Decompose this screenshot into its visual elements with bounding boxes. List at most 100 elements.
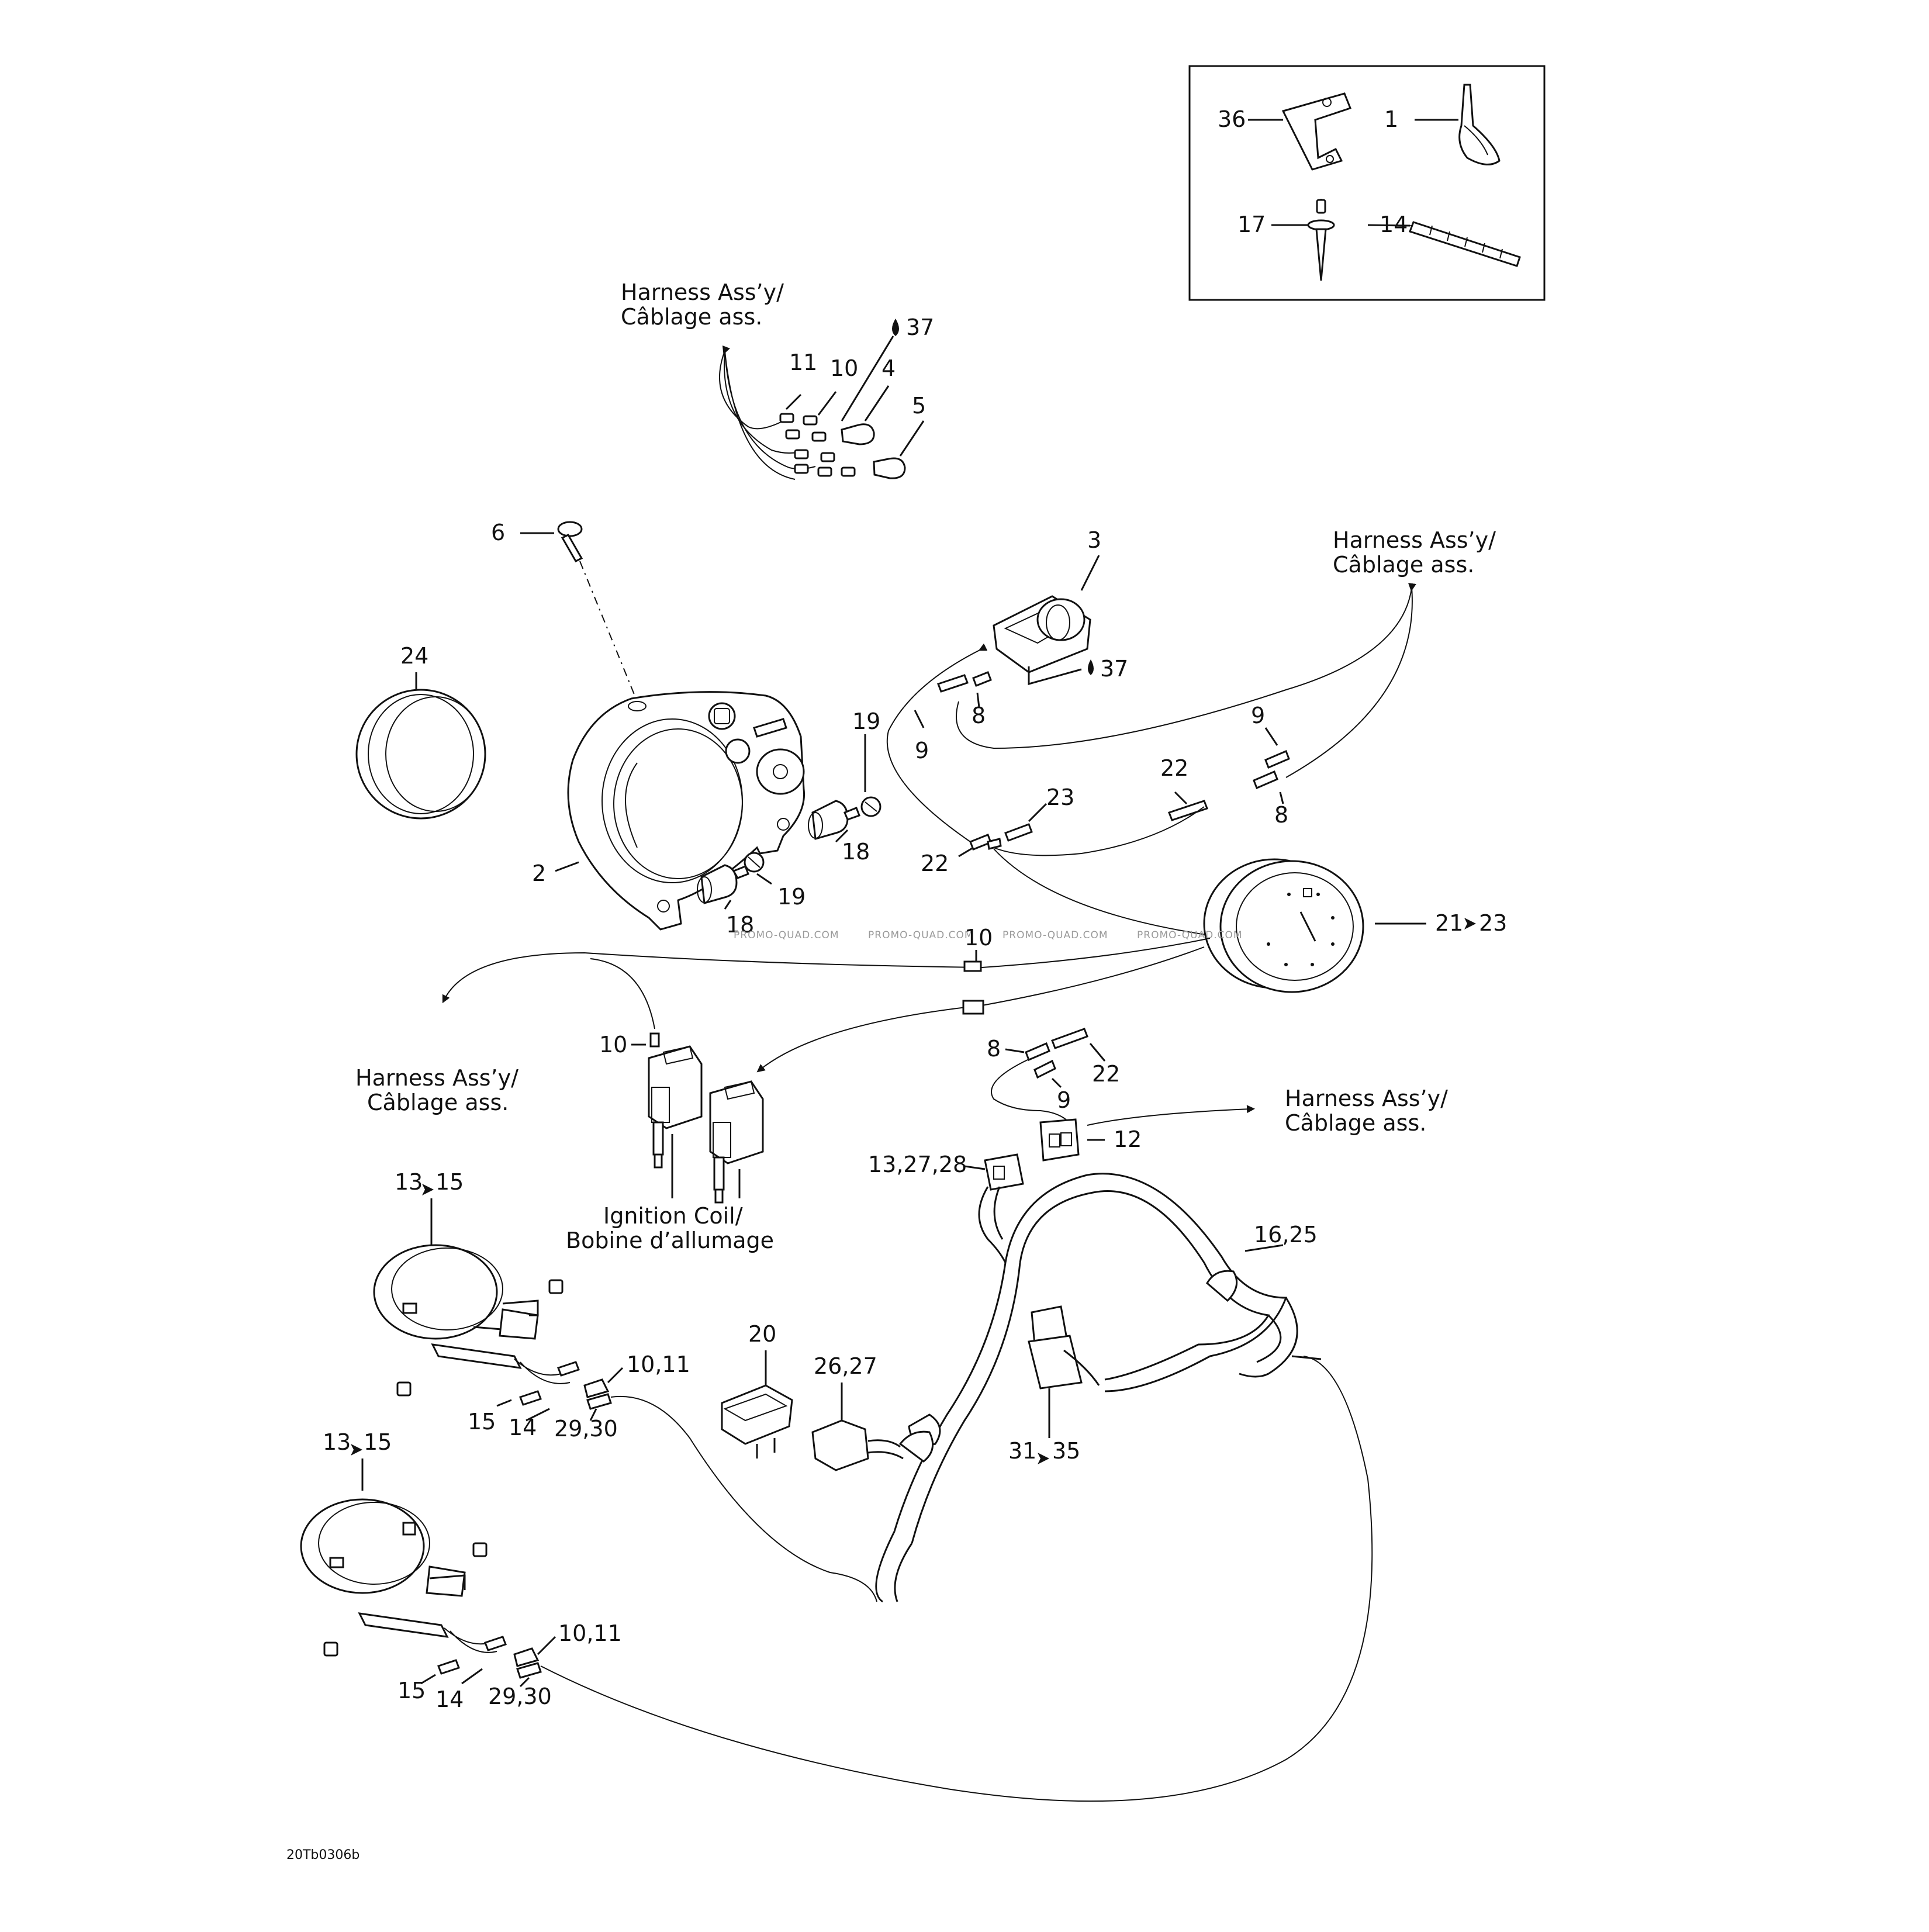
switch-connectors: 8 9 9 8 xyxy=(914,671,1290,828)
harness-callout-2: Harness Ass’y/ Câblage ass. xyxy=(886,527,1496,842)
harness-label-1b: Câblage ass. xyxy=(621,304,762,330)
drawing-code: 20Tb0306b xyxy=(286,1848,359,1862)
label-2: 2 xyxy=(532,860,546,886)
label-23: 23 xyxy=(1046,784,1074,810)
sealant-icon xyxy=(892,319,899,336)
harness-callout-4: Harness Ass’y/ Câblage ass. xyxy=(1285,1086,1448,1136)
sleeve-14 xyxy=(1409,221,1521,267)
label-24: 24 xyxy=(400,643,428,669)
range-arrow-icon-d xyxy=(351,1444,362,1456)
label-3: 3 xyxy=(1087,527,1101,553)
bracket-36 xyxy=(1281,92,1351,171)
label-8b: 8 xyxy=(1274,802,1288,828)
harness-label-2a: Harness Ass’y/ xyxy=(1333,527,1496,553)
ignition-coils: Ignition Coil/ Bobine d’allumage xyxy=(566,1045,774,1253)
center-connectors: 8 22 9 12 xyxy=(987,1028,1255,1162)
label-10a: 10 xyxy=(965,925,993,951)
label-16-25: 16,25 xyxy=(1254,1222,1318,1247)
console-housing-2: 2 xyxy=(532,691,806,931)
label-37b: 37 xyxy=(1100,656,1128,682)
label-35: 35 xyxy=(1052,1438,1080,1464)
label-22a: 22 xyxy=(1160,755,1188,781)
label-14b: 14 xyxy=(435,1686,464,1712)
label-11: 11 xyxy=(789,350,817,375)
spacer-screws: 19 18 19 18 xyxy=(697,708,881,938)
coil-label-1: Ignition Coil/ xyxy=(603,1203,743,1229)
rivet-17 xyxy=(1307,199,1335,281)
relay-20: 20 xyxy=(721,1321,793,1458)
label-15a: 15 xyxy=(435,1169,464,1195)
label-13-27-28: 13,27,28 xyxy=(868,1152,967,1177)
label-15b: 15 xyxy=(364,1429,392,1455)
indicator-bulb-group: Harness Ass’y/ Câblage ass. 11 10 37 4 5 xyxy=(621,279,934,480)
label-9c: 9 xyxy=(1057,1087,1071,1113)
label-22b: 22 xyxy=(921,851,949,876)
label-18b: 18 xyxy=(726,912,754,938)
hardware-inset: 36 1 17 14 xyxy=(1188,65,1546,301)
label-6: 6 xyxy=(491,520,505,545)
harness-label-4b: Câblage ass. xyxy=(1285,1110,1426,1136)
sealant-icon-b xyxy=(1088,659,1094,675)
gauge-connectors: 22 23 22 xyxy=(921,755,1211,936)
label-15d: 15 xyxy=(397,1678,426,1703)
label-29-30b: 29,30 xyxy=(488,1684,552,1709)
watermark-4: PROMO-QUAD.COM xyxy=(1137,929,1243,941)
label-23b: 23 xyxy=(1479,910,1507,936)
harness-label-3a: Harness Ass’y/ xyxy=(355,1065,518,1091)
headlight-lower: 13 15 15 14 29,30 10,11 xyxy=(300,1356,1373,1802)
label-36: 36 xyxy=(1218,106,1246,132)
cable-tie-1 xyxy=(1458,84,1501,165)
label-12: 12 xyxy=(1114,1126,1142,1152)
label-18a: 18 xyxy=(842,839,870,865)
label-10b: 10 xyxy=(599,1032,627,1057)
label-14: 14 xyxy=(1380,212,1408,237)
label-13a: 13 xyxy=(395,1169,423,1195)
label-10: 10 xyxy=(830,355,858,381)
label-10-11a: 10,11 xyxy=(627,1352,690,1377)
ignition-wiring: 10 10 xyxy=(442,925,1211,1073)
label-5: 5 xyxy=(912,393,926,419)
label-37: 37 xyxy=(906,314,934,340)
screw-6: 6 xyxy=(491,520,638,702)
label-21: 21 xyxy=(1435,910,1463,936)
label-31: 31 xyxy=(1008,1438,1036,1464)
label-22c: 22 xyxy=(1092,1061,1120,1087)
label-26-27: 26,27 xyxy=(814,1353,877,1379)
watermark-3: PROMO-QUAD.COM xyxy=(1002,929,1108,941)
harness-label-4a: Harness Ass’y/ xyxy=(1285,1086,1448,1111)
relay-socket-26: 26,27 xyxy=(811,1353,934,1471)
label-19b: 19 xyxy=(777,884,806,910)
headlight-upper: 13 15 15 14 29,30 10,11 xyxy=(373,1169,877,1602)
range-arrow-icon xyxy=(1464,918,1476,929)
label-4: 4 xyxy=(881,355,896,381)
harness-callout-3: Harness Ass’y/ Câblage ass. xyxy=(355,1065,518,1115)
label-10-11b: 10,11 xyxy=(558,1620,622,1646)
watermark-2: PROMO-QUAD.COM xyxy=(868,929,974,941)
label-20: 20 xyxy=(748,1321,776,1347)
harness-label-1a: Harness Ass’y/ xyxy=(621,279,784,305)
label-17: 17 xyxy=(1237,212,1266,237)
label-14a: 14 xyxy=(509,1415,537,1440)
harness-label-3b: Câblage ass. xyxy=(367,1090,509,1115)
watermark-row: PROMO-QUAD.COM PROMO-QUAD.COM PROMO-QUAD… xyxy=(734,929,1243,941)
range-arrow-icon-c xyxy=(422,1184,434,1195)
main-harness: 13,27,28 16,25 xyxy=(868,1152,1322,1603)
key-switch-3: 3 37 xyxy=(993,527,1128,685)
label-9a: 9 xyxy=(915,738,929,763)
label-13b: 13 xyxy=(323,1429,351,1455)
label-29-30a: 29,30 xyxy=(554,1416,618,1442)
label-19a: 19 xyxy=(852,708,880,734)
label-9b: 9 xyxy=(1251,703,1265,728)
harness-label-2b: Câblage ass. xyxy=(1333,552,1474,578)
connector-31: 31 35 xyxy=(1008,1305,1100,1464)
coil-label-2: Bobine d’allumage xyxy=(566,1228,774,1253)
label-15c: 15 xyxy=(468,1409,496,1435)
bezel-ring-24: 24 xyxy=(355,643,486,820)
label-8c: 8 xyxy=(987,1036,1001,1062)
watermark-1: PROMO-QUAD.COM xyxy=(734,929,839,941)
label-8a: 8 xyxy=(972,703,986,728)
gauge-21: 21 23 xyxy=(1203,858,1507,993)
range-arrow-icon-b xyxy=(1038,1453,1049,1464)
